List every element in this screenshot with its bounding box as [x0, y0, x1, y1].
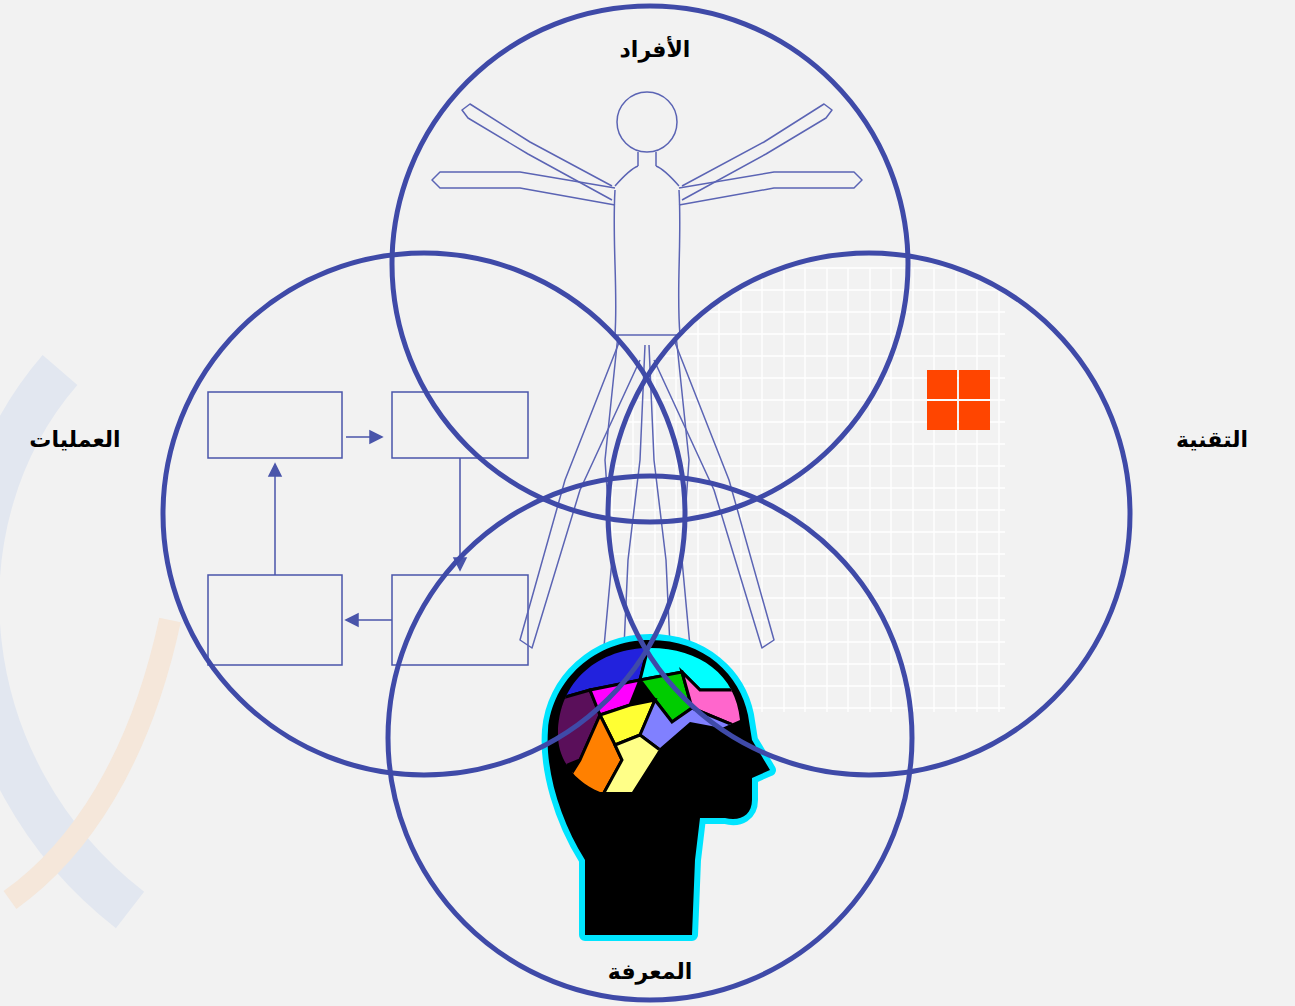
circle-outline — [388, 2, 912, 526]
figure-arm — [432, 172, 615, 205]
brain-patch — [600, 735, 660, 800]
square — [959, 370, 990, 399]
circle-label: التقنية — [1176, 427, 1248, 453]
flow-box — [392, 575, 528, 665]
circle-outline — [384, 472, 916, 1004]
circle-label: الأفراد — [620, 37, 691, 63]
figure-neck — [615, 152, 679, 186]
head-outline — [548, 640, 770, 935]
swirl-arc — [10, 620, 170, 900]
figure-arm — [679, 172, 862, 205]
flow-box — [208, 575, 342, 665]
flow-arrow — [274, 476, 276, 575]
circle-label: العمليات — [29, 427, 120, 453]
figure-arm — [462, 104, 612, 200]
figure-torso — [614, 190, 680, 335]
arrow-head — [269, 464, 281, 476]
process-flowchart — [208, 392, 528, 665]
circle-outline — [159, 249, 689, 779]
vitruvian-figure — [432, 92, 862, 690]
flow-box — [392, 392, 528, 458]
square — [927, 401, 957, 430]
arrow-head — [346, 614, 358, 626]
watermark-swirl — [0, 370, 170, 910]
flow-arrow — [459, 458, 461, 560]
square — [927, 370, 957, 399]
figure-arm — [682, 104, 832, 200]
circle-label: المعرفة — [608, 959, 692, 985]
venn-circle: العمليات — [159, 249, 689, 779]
venn-circle: الأفراد — [388, 2, 912, 526]
square — [959, 401, 990, 430]
circle-ring — [163, 253, 685, 775]
flow-arrow — [356, 619, 392, 621]
swirl-arc — [0, 370, 130, 910]
circle-ring — [388, 476, 912, 1000]
head-silhouette — [548, 640, 770, 935]
flow-box — [208, 392, 342, 458]
circle-ring — [392, 6, 908, 522]
figure-head — [617, 92, 677, 152]
knowledge-head — [548, 640, 770, 935]
orange-squares — [927, 370, 990, 430]
venn-circle: المعرفة — [384, 472, 916, 1004]
arrow-head — [370, 431, 382, 443]
